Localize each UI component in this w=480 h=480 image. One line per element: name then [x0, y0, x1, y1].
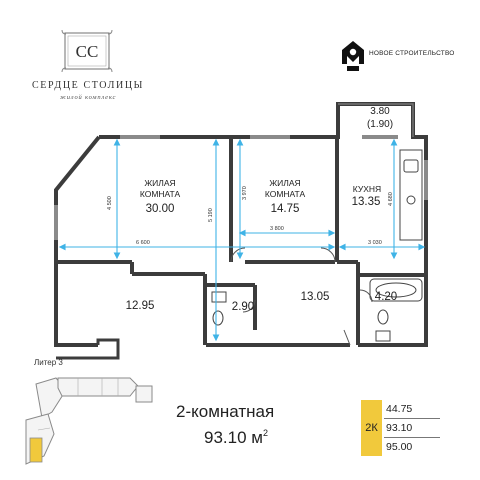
washbasin-icon: [211, 291, 227, 303]
interior-walls: [56, 137, 426, 345]
windows: [54, 135, 428, 240]
room-area-bath-small: 2.90: [231, 301, 255, 313]
room-label-living-1: ЖИЛАЯ КОМНАТА: [120, 178, 200, 200]
developer-name: НОВОЕ СТРОИТЕЛЬСТВО: [369, 50, 455, 57]
room-area-living-2: 14.75: [270, 203, 300, 215]
washbasin-icon-2: [375, 330, 391, 342]
toilet-icon-2: [377, 309, 389, 325]
rooms-badge: 2К: [361, 400, 382, 456]
house-shield-icon: [342, 41, 364, 71]
room-label-line: ЖИЛАЯ: [269, 178, 301, 188]
living-area-value: 44.75: [386, 403, 413, 415]
building-schematic: [25, 377, 153, 465]
room-area-hall-left: 12.95: [125, 300, 155, 312]
dim-label: 3 970: [242, 186, 248, 200]
dim-label: 5 190: [208, 208, 214, 222]
stove-icon: [403, 159, 419, 173]
area-with-balcony-value: 95.00: [386, 441, 413, 453]
apartment-type: 2-комнатная: [176, 402, 275, 421]
dim-label: 3 030: [368, 240, 382, 246]
balcony-outline: [338, 103, 414, 137]
room-area-balcony: 3.80: [370, 106, 390, 117]
toilet-icon: [212, 310, 224, 326]
area-stats: 2К 44.75 93.10 95.00: [361, 400, 441, 456]
brand-name: СЕРДЦЕ СТОЛИЦЫ: [32, 80, 144, 91]
room-area-balcony-reduced: (1.90): [366, 119, 394, 130]
highlighted-section: [29, 437, 43, 463]
kitchen-counter: [399, 149, 423, 241]
dim-label: 3 800: [270, 226, 284, 232]
brand-logo-frame: CC: [61, 29, 113, 73]
room-area-kitchen: 13.35: [351, 196, 381, 208]
divider: [384, 437, 440, 438]
dim-label: 4 500: [107, 196, 113, 210]
room-area-living-1: 30.00: [145, 203, 175, 215]
fixtures: [211, 149, 423, 342]
room-label-kitchen: КУХНЯ: [352, 184, 382, 194]
liter-label: Литер 3: [34, 358, 63, 367]
brand-subtitle: жилой комплекс: [59, 94, 117, 101]
area-unit-sup: 2: [262, 428, 268, 438]
dim-label: 4 680: [388, 192, 394, 206]
apartment-area-value: 93.10 м: [204, 428, 263, 447]
bathtub-icon: [369, 278, 423, 302]
room-label-line: ЖИЛАЯ: [144, 178, 176, 188]
dimension-lines: [58, 138, 426, 342]
apartment-area: 93.10 м2: [204, 428, 268, 448]
room-label-line: КОМНАТА: [264, 189, 306, 199]
total-area-value: 93.10: [386, 422, 413, 434]
room-label-line: КОМНАТА: [139, 189, 181, 199]
sink-icon: [406, 195, 416, 205]
dim-label: 6 600: [136, 240, 150, 246]
divider: [384, 418, 440, 419]
room-area-corridor: 13.05: [300, 291, 330, 303]
room-area-bath-large: 4.20: [374, 291, 398, 303]
brand-monogram: CC: [76, 42, 99, 61]
room-label-living-2: ЖИЛАЯ КОМНАТА: [245, 178, 325, 200]
